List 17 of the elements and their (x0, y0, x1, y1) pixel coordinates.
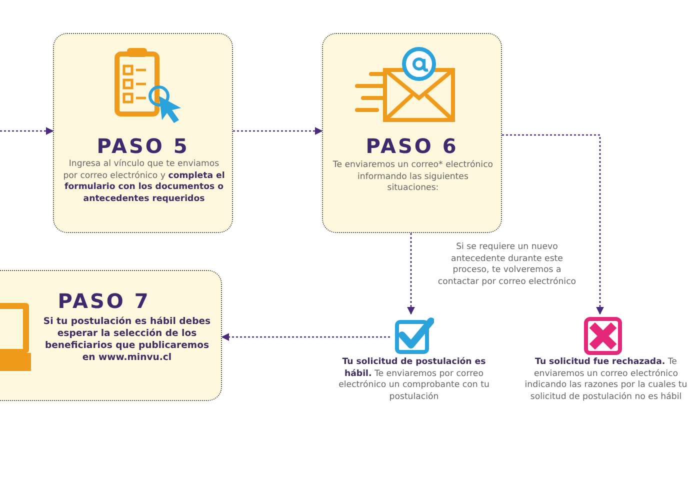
result-description: Tu solicitud fue rechazada. Te enviaremos un correo electrónico indicando las razones por la cuales tu solicitud de postulación no es hábil (524, 357, 688, 403)
dotted-arrow (233, 127, 323, 135)
step-card (53, 33, 233, 233)
step-description: Te enviaremos un correo* electrónico informando las siguientes situaciones: (332, 160, 494, 194)
step-title: PASO 5 (96, 134, 190, 158)
step-description: Si tu postulación es hábil debes esperar la selección de los beneficiarios que publicaremos en www.minvu.cl (42, 316, 212, 364)
dotted-arrow (407, 233, 415, 315)
dotted-arrow (0, 127, 54, 135)
step-title: PASO 7 (56, 289, 152, 313)
dotted-arrow (502, 134, 604, 315)
step-title: PASO 6 (364, 134, 460, 158)
result-description: Tu solicitud de postulación es hábil. Te enviaremos por correo electrónico un comprobante con tu postulación (338, 357, 490, 403)
step-description: Ingresa al vínculo que te enviamos por correo electrónico y completa el formulario con los documentos o antecedentes requeridos (62, 159, 226, 205)
step-card (322, 33, 502, 233)
note-text: Si se requiere un nuevo antecedente durante este proceso, te volveremos a contactar por correo electrónico (436, 242, 578, 288)
dotted-arrow (221, 333, 390, 341)
step-card (0, 270, 222, 401)
